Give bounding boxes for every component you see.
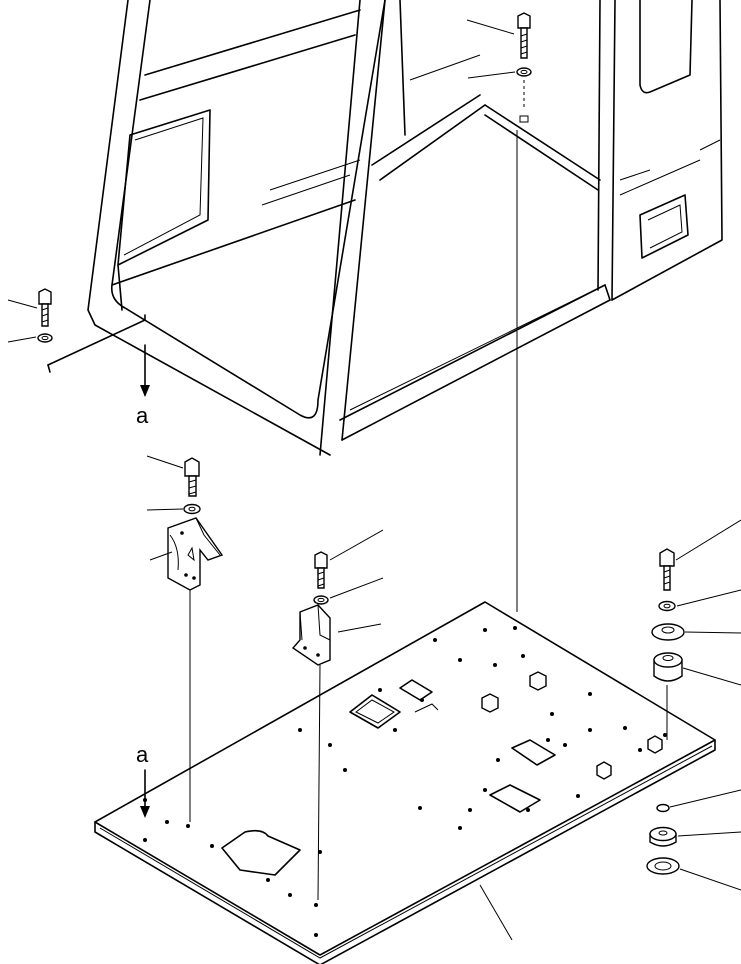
floor-plate-holes: [143, 626, 667, 937]
leader-lines: [7, 19, 741, 941]
lower-washer-stack: [646, 803, 680, 875]
reference-arrow-a-upper: a: [136, 344, 150, 428]
bolt-left: [37, 288, 53, 343]
mount-bracket-left: [167, 517, 224, 820]
alignment-lines: [189, 130, 518, 822]
ref-label-a-lower: a: [136, 742, 149, 767]
reference-arrow-a-lower: a: [136, 742, 150, 818]
bolt-bracket-center: [313, 551, 329, 605]
ref-label-a-upper: a: [136, 403, 149, 428]
rubber-mount-upper: [651, 623, 685, 641]
cab-frame: [47, 0, 723, 456]
bolt-right-stack: [658, 548, 676, 612]
rubber-mount-cylinder: [653, 652, 683, 740]
floor-plate: [94, 601, 716, 964]
mount-bracket-center: [291, 604, 331, 901]
bolt-bracket-left: [183, 457, 201, 515]
bolt-top-right: [516, 12, 532, 123]
